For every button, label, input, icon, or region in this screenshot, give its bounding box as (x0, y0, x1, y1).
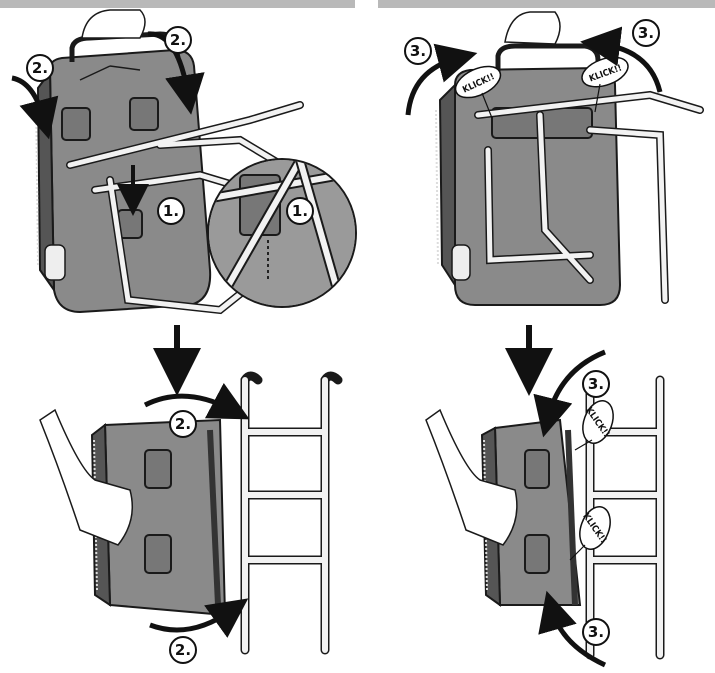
svg-text:2.: 2. (170, 31, 186, 49)
hand-icon (81, 9, 146, 39)
svg-text:2.: 2. (32, 59, 48, 77)
panel-top-left: 2. 2. 1. (11, 9, 304, 315)
rotate-arrow-icon (533, 349, 606, 438)
step-label-3d: 3. (582, 618, 610, 646)
hand-icon (504, 11, 561, 45)
klick-callout-top: KLICK!! (574, 400, 614, 451)
header-bar-left (0, 0, 355, 8)
rotate-arrow-icon (11, 75, 59, 140)
hand-icon (39, 408, 133, 546)
panel-top-right: KLICK!! KLICK!! 3. 3. (404, 11, 704, 306)
klick-callout-bottom: KLICK!! (569, 506, 611, 561)
step-label-3a: 3. (404, 37, 432, 65)
panel-bottom-left: 2. 2. (39, 371, 343, 664)
svg-text:3.: 3. (588, 375, 604, 393)
rotate-arrow-icon (143, 382, 250, 420)
svg-text:3.: 3. (588, 623, 604, 641)
pannier-bag-icon (90, 418, 227, 617)
rotate-arrow-icon (149, 598, 249, 638)
svg-text:2.: 2. (175, 641, 191, 659)
hand-icon (425, 408, 518, 546)
panel-bottom-right: KLICK!! KLICK!! 3. 3. (425, 349, 665, 668)
svg-text:2.: 2. (175, 415, 191, 433)
rotate-arrow-icon (580, 26, 663, 93)
svg-text:3.: 3. (638, 24, 654, 42)
step-label-3c: 3. (582, 370, 610, 398)
step-label-2b: 2. (164, 26, 192, 54)
step-label-3b: 3. (632, 19, 660, 47)
rotate-arrow-icon (538, 590, 607, 668)
step-label-1b: 1. (286, 197, 314, 225)
step-label-2a: 2. (26, 54, 54, 82)
svg-text:1.: 1. (292, 202, 308, 220)
rotate-arrow-icon (405, 43, 478, 116)
header-bar-right (378, 0, 715, 8)
step-label-2d: 2. (169, 636, 197, 664)
svg-text:1.: 1. (163, 202, 179, 220)
magnifier-inset-icon: 1. (207, 158, 357, 308)
step-label-1a: 1. (157, 197, 185, 225)
step-label-2c: 2. (169, 410, 197, 438)
svg-text:3.: 3. (410, 42, 426, 60)
